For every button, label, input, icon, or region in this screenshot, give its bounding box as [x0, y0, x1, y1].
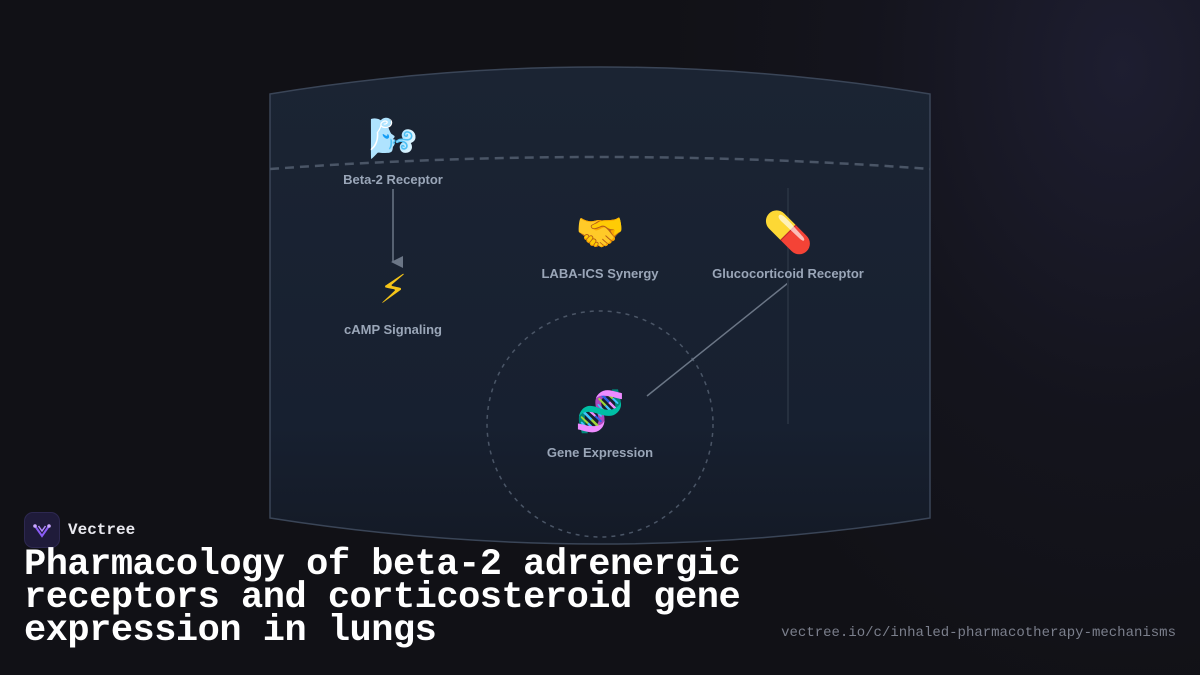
pill-icon: 💊	[763, 208, 813, 256]
node-gene-expression[interactable]: 🧬 Gene Expression	[547, 387, 653, 460]
connector-gluco-gene	[646, 282, 789, 397]
node-label: LABA-ICS Synergy	[541, 266, 659, 281]
node-glucocorticoid-receptor[interactable]: 💊 Glucocorticoid Receptor	[712, 208, 864, 281]
page-title: Pharmacology of beta-2 adrenergic recept…	[24, 544, 741, 652]
brand-name: Vectree	[68, 521, 136, 539]
source-url[interactable]: vectree.io/c/inhaled-pharmacotherapy-mec…	[781, 625, 1176, 641]
tissue-panel	[269, 66, 931, 545]
handshake-icon: 🤝	[575, 210, 625, 256]
node-label: Beta-2 Receptor	[343, 172, 443, 187]
dna-icon: 🧬	[575, 387, 625, 435]
node-camp-signaling[interactable]: ⚡ cAMP Signaling	[344, 267, 442, 337]
nucleus-outline	[486, 310, 714, 538]
inhaler-icon: 🌬️	[368, 116, 418, 162]
brand[interactable]: Vectree	[24, 512, 135, 548]
node-beta-2-receptor[interactable]: 🌬️ Beta-2 Receptor	[343, 116, 443, 187]
node-label: cAMP Signaling	[344, 322, 442, 337]
node-label: Glucocorticoid Receptor	[712, 266, 864, 281]
cell-membrane	[269, 155, 931, 171]
vectree-logo-icon	[24, 512, 60, 548]
node-label: Gene Expression	[547, 445, 653, 460]
lightning-icon: ⚡	[379, 267, 407, 313]
node-laba-ics-synergy[interactable]: 🤝 LABA-ICS Synergy	[541, 210, 659, 281]
